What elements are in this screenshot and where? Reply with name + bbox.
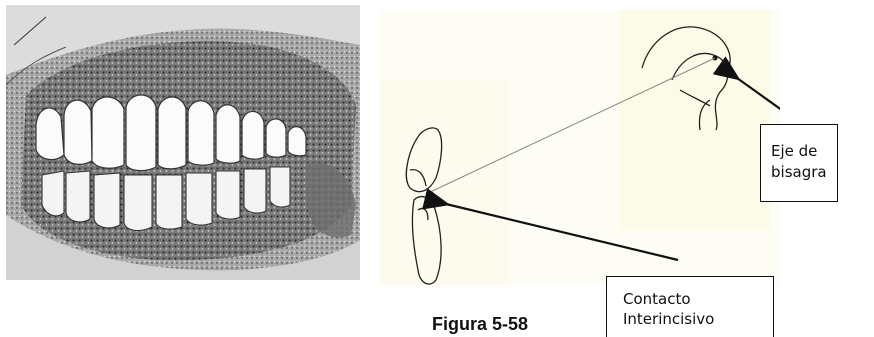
incisal-contact-label-line-2: Interincisivo xyxy=(623,309,773,329)
incisal-contact-label: Contacto Interincisivo xyxy=(606,276,774,337)
hinge-axis-label: Eje de bisagra xyxy=(760,124,838,202)
paper-shading xyxy=(620,10,770,230)
figure-caption: Figura 5-58 xyxy=(410,313,550,337)
hinge-axis-label-line-2: bisagra xyxy=(771,162,837,183)
hinge-axis-diagram xyxy=(380,10,780,285)
incisal-contact-label-line-1: Contacto xyxy=(623,289,773,309)
teeth-photo xyxy=(6,5,360,280)
hinge-axis-label-line-1: Eje de xyxy=(771,141,837,162)
